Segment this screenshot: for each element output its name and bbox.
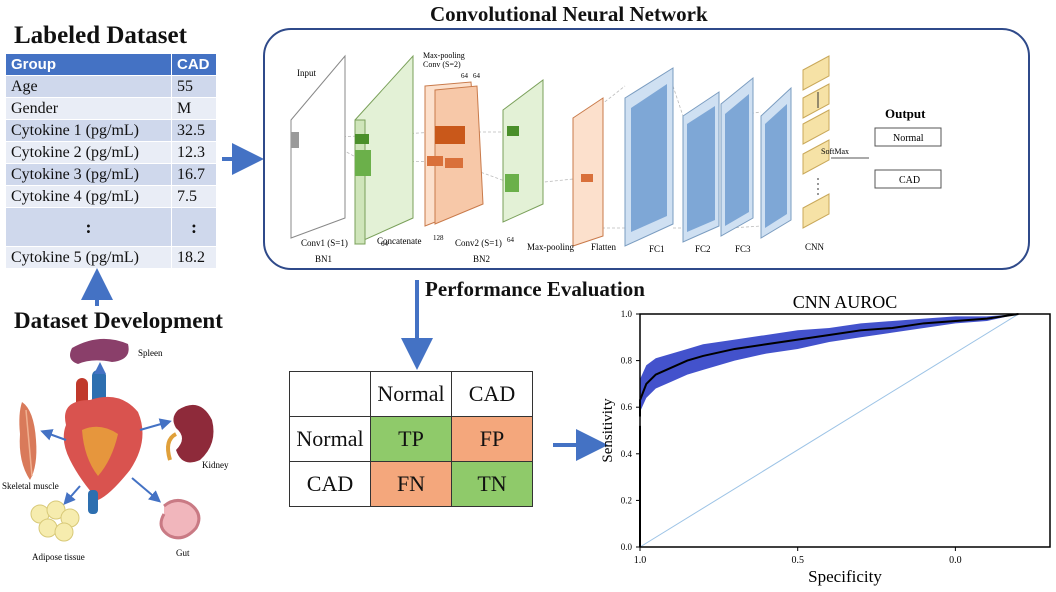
matrix-cell-fp: FP [451,416,533,462]
organ-label-gut: Gut [176,548,190,558]
dim-label: 64 [461,72,469,80]
layer-label: Conv1 (S=1) [301,238,348,248]
spleen-icon [70,338,129,364]
x-tick-label: 1.0 [634,555,647,566]
row-label: Cytokine 3 (pg/mL) [5,163,172,186]
dim-label: 64 [507,236,515,244]
row-value: M [171,97,217,120]
muscle-icon [19,402,37,480]
y-tick-label: 0.2 [621,495,632,505]
evaluation-title: Performance Evaluation [425,277,645,301]
cnn-panel [263,28,1030,270]
output-normal: Normal [893,133,924,144]
y-tick-label: 0.0 [621,542,633,552]
table-row: Cytokine 3 (pg/mL)16.7 [5,163,217,186]
organ-label-adipose-tissue: Adipose tissue [32,552,85,562]
header-cad: CAD [171,53,217,76]
softmax-label: SoftMax [821,147,849,156]
dim-label: 128 [433,234,444,242]
y-tick-label: 0.4 [621,449,633,459]
row-label: Cytokine 1 (pg/mL) [5,119,172,142]
table-header-row: Group CAD [5,53,217,76]
layer-label: FC2 [695,244,711,254]
series-line [639,313,1019,417]
x-tick-label: 0.0 [949,555,962,566]
row-value: 7.5 [171,185,217,208]
dim-label: 64 [381,240,389,248]
matrix-row-header: Normal [289,416,371,462]
dim-label: 64 [473,72,481,80]
table-row: Cytokine 2 (pg/mL)12.3 [5,141,217,164]
matrix-cell-tp: TP [370,416,452,462]
output-cad: CAD [899,175,920,186]
dataset-title: Labeled Dataset [14,22,187,49]
ellipsis-label: : [5,207,172,247]
organ-label-spleen: Spleen [138,348,163,358]
y-tick-label: 0.6 [621,402,633,412]
layer-label: BN2 [473,254,490,264]
row-value: 18.2 [171,246,217,269]
layer-label: Flatten [591,242,616,252]
series-band [640,314,1019,426]
kidney-icon [166,404,214,463]
layer-label: FC1 [649,244,665,254]
development-title: Dataset Development [14,308,223,333]
confusion-matrix: Normal CAD Normal TP FP CAD FN TN [289,371,533,507]
organ-label-kidney: Kidney [202,460,229,470]
row-label: Cytokine 4 (pg/mL) [5,185,172,208]
x-axis-label: Specificity [808,567,882,586]
layer-label: BN1 [315,254,332,264]
x-tick-label: 0.5 [791,555,804,566]
matrix-cell-fn: FN [370,461,452,507]
plot-area: 0.0 0.2 0.4 0.6 0.8 1.0 1.0 0.5 0.0 [621,309,1051,566]
organ-label-skeletal-muscle: Skeletal muscle [2,481,59,491]
organs-illustration: Spleen Kidney Skeletal muscle Adipose ti… [2,338,229,562]
heart-icon [63,370,143,514]
input-label: Input [297,68,316,78]
layer-label: FC3 [735,244,751,254]
table-row: Cytokine 1 (pg/mL)32.5 [5,119,217,142]
row-value: 16.7 [171,163,217,186]
plot-frame [639,313,1051,548]
layer-label: Conv2 (S=1) [455,238,502,248]
matrix-col-header: Normal [370,371,452,417]
matrix-cell-tn: TN [451,461,533,507]
chart-title: CNN AUROC [793,292,898,312]
layer-label: Max-pooling [527,242,574,252]
y-tick-label: 1.0 [621,309,633,319]
row-value: 32.5 [171,119,217,142]
output-title: Output [885,106,926,121]
table-row: Cytokine 4 (pg/mL)7.5 [5,185,217,208]
y-tick-label: 0.8 [621,356,633,366]
matrix-col-header: CAD [451,371,533,417]
cnn-title: Convolutional Neural Network [430,2,708,26]
auroc-chart: CNN AUROC 0.0 0.2 0.4 0.6 0.8 1.0 1.0 0.5 0.0 Sp… [600,292,1051,586]
reference-line [639,313,1019,548]
row-value: 12.3 [171,141,217,164]
matrix-corner [289,371,371,417]
layer-label: Concatenate [377,236,421,246]
row-label: Gender [5,97,172,120]
adipose-icon [30,500,80,542]
y-axis-label: Sensitivity [600,398,616,463]
matrix-row-header: CAD [289,461,371,507]
layer-label: CNN [805,242,825,252]
gut-icon [159,499,201,540]
